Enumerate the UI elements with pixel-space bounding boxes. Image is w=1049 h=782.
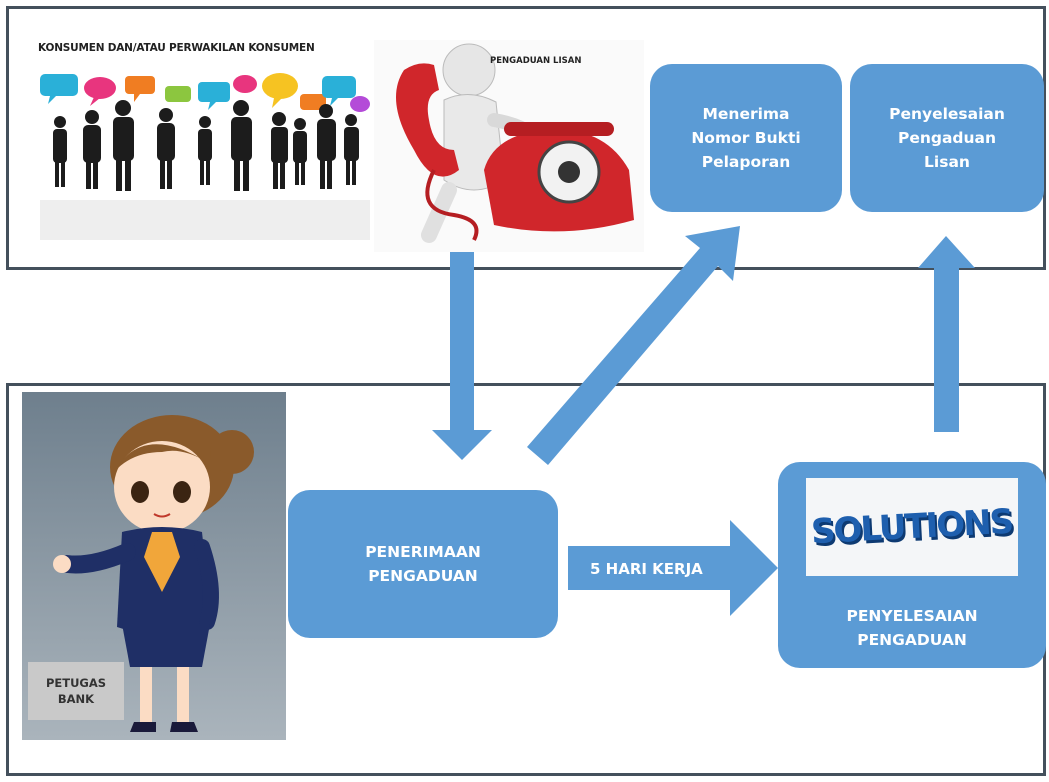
box-complaint-reception-text: PENERIMAAN PENGADUAN (365, 542, 481, 585)
box-oral-complaint-resolution-text: Penyelesaian Pengaduan Lisan (889, 104, 1005, 171)
speech-bubbles (40, 73, 370, 112)
solutions-word: SOLUTIONS (810, 501, 1014, 553)
solutions-image: SOLUTIONS (806, 478, 1018, 576)
bank-staff-label: PETUGAS BANK (45, 675, 107, 706)
box-complaint-resolution-text: PENYELESAIAN PENGADUAN (846, 606, 978, 649)
arrow-down (432, 252, 492, 460)
box-oral-complaint-resolution: Penyelesaian Pengaduan Lisan (850, 64, 1044, 212)
arrow-up (918, 236, 975, 432)
consumer-label: KONSUMEN DAN/ATAU PERWAKILAN KONSUMEN (38, 42, 315, 54)
consumer-crowd-image (40, 73, 370, 240)
arrow-right (568, 520, 778, 616)
arrow-diagonal (527, 226, 740, 465)
phone-label: PENGADUAN LISAN (490, 56, 582, 66)
box-receive-report-number: Menerima Nomor Bukti Pelaporan (650, 64, 842, 212)
bank-staff-label-box: PETUGAS BANK (28, 662, 124, 720)
box-receive-report-number-text: Menerima Nomor Bukti Pelaporan (691, 104, 801, 171)
phone-image (374, 40, 644, 252)
box-complaint-reception: PENERIMAAN PENGADUAN (288, 490, 558, 638)
arrow-duration-label: 5 HARI KERJA (590, 560, 703, 578)
people-silhouettes (53, 100, 359, 191)
